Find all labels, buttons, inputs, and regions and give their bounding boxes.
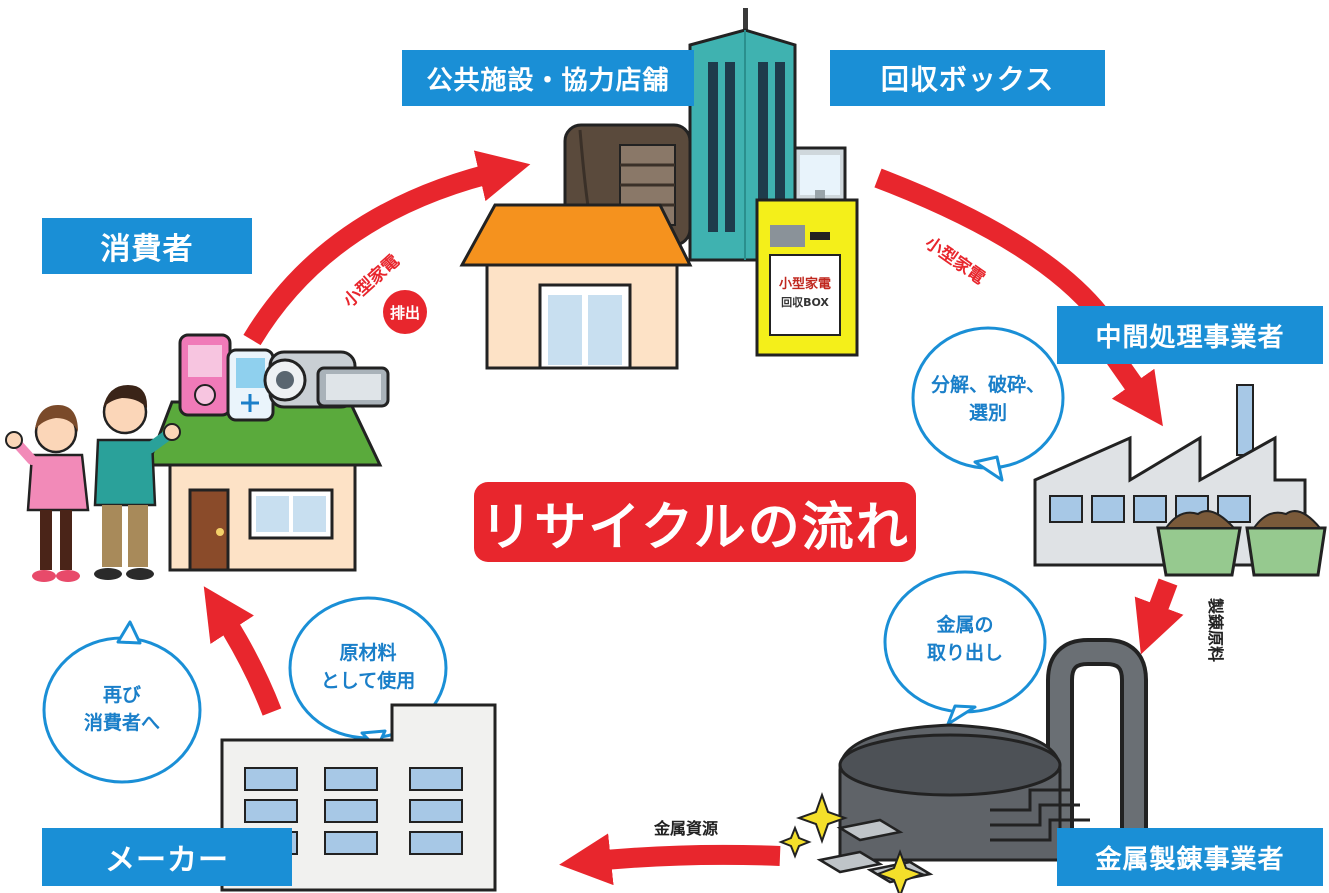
arrow-factory-to-smelter [1134,578,1184,655]
video-camera-icon [263,350,390,409]
bubble-text-again: 再び 消費者へ [47,682,197,737]
woman-icon [5,405,90,582]
public-house-icon [459,203,693,370]
bubble-disassembly-line2: 選別 [968,401,1007,424]
bubble-metal-line1: 金属の [936,614,994,636]
bubble-disassembly [911,326,1065,482]
man-icon [93,385,181,580]
bubble-text-disassembly: 分解、破砕、 選別 [915,372,1061,427]
discharge-badge [383,290,427,334]
consumers-people-icon [5,385,181,582]
scrap-container-icon-2 [1245,510,1327,577]
arrow-intermediate-to-factory [1106,352,1163,427]
bubble-raw-material [288,596,448,750]
consumer-house-icon [145,400,383,572]
arrow-label-metal-resource: 金属資源 [653,819,718,838]
bubble-raw-line2: として使用 [320,669,416,692]
bubble-again-to-consumer [42,620,202,784]
label-intermediate-processor: 中間処理事業者 [1057,306,1323,364]
arrow-maker-to-consumer [203,586,282,716]
kiosk-sign-line1: 小型家電 [779,276,831,292]
discharge-label: 排出 [390,304,420,322]
music-player-icon [178,333,232,417]
bubble-again-line1: 再び [102,684,141,706]
label-metal-smelter: 金属製錬事業者 [1057,828,1323,886]
sparkle-icon-2 [778,825,812,859]
bubble-metal-extraction [883,570,1047,726]
bubble-disassembly-line1: 分解、破砕、 [930,374,1045,396]
bubble-raw-line1: 原材料 [339,642,397,664]
smelter-plant-icon [778,638,1148,893]
scrap-container-icon [1156,510,1242,577]
sparkle-icon [795,791,849,845]
arrow-smelter-to-maker [559,833,781,886]
arrow-label-smelting-material: 製錬原料 [1206,597,1225,662]
label-public-facility: 公共施設・協力店舗 [402,50,694,106]
label-collection-box: 回収ボックス [830,50,1105,106]
arrow-consumer-to-public [243,150,531,346]
small-appliances-icon [178,333,390,422]
bubble-text-raw-material: 原材料 として使用 [293,640,443,695]
kiosk-sign-line2: 回収BOX [781,295,829,309]
diagram-title: リサイクルの流れ [474,482,916,562]
bubble-text-metal: 金属の 取り出し [890,612,1040,667]
bubble-metal-line2: 取り出し [926,641,1003,664]
sparkle-icon-3 [875,849,925,893]
collection-box-icon: 小型家電 回収BOX [755,146,859,357]
label-maker: メーカー [42,828,292,886]
bubble-again-line2: 消費者へ [83,711,160,734]
arrow-label-small-appliance-2: 小型家電 [921,232,989,288]
media-player-icon [226,348,275,422]
label-consumer: 消費者 [42,218,252,274]
processing-factory-icon [1033,384,1327,577]
arrow-box-to-intermediate [874,168,1108,322]
